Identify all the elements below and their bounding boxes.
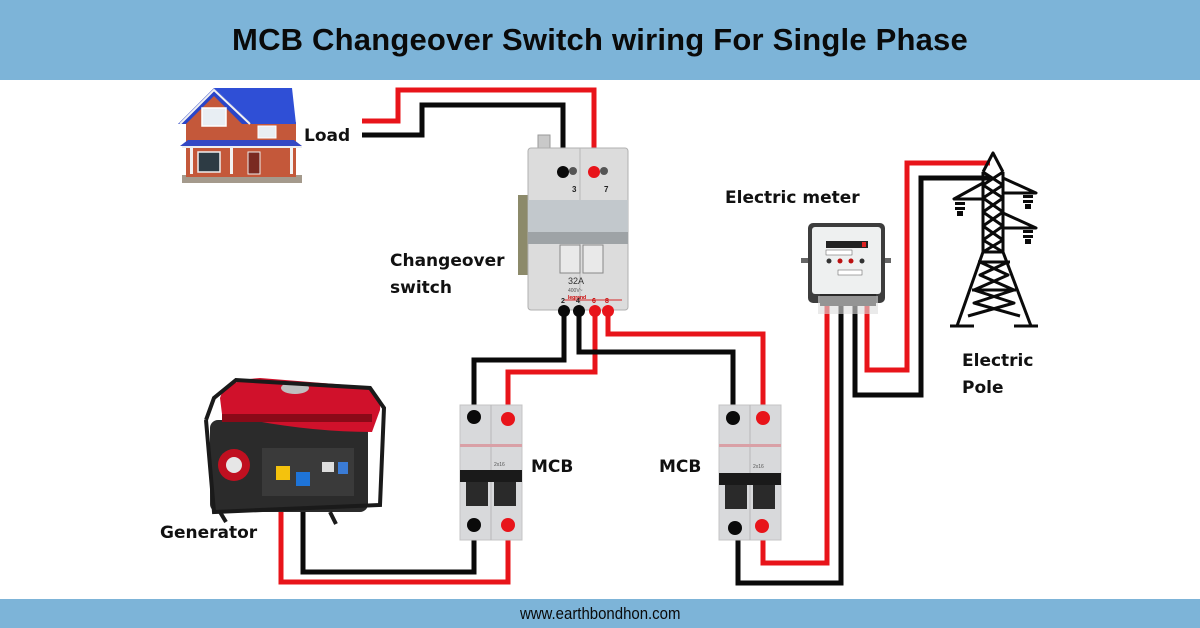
wire-meter-pole-live: [864, 160, 990, 373]
switch-rating: 32A: [568, 276, 584, 286]
electric-pole-icon: [950, 151, 1038, 328]
terminal-2-dot: [558, 305, 570, 317]
switch-voltage: 400V~: [568, 288, 583, 294]
page-title: MCB Changeover Switch wiring For Single …: [232, 22, 968, 57]
wire-mcb-right-meter-live: [760, 306, 830, 566]
footer-banner: www.earthbondhon.com: [0, 599, 1200, 628]
load-label: Load: [304, 126, 351, 146]
wire-generator-live: [278, 480, 511, 585]
terminal-4-dot: [573, 305, 585, 317]
insulators: [955, 195, 1033, 244]
wire-load-neutral: [362, 102, 566, 170]
wires: [278, 87, 990, 586]
mcb-right-label: MCB: [659, 457, 702, 477]
terminal-label-2: 2: [561, 298, 565, 305]
wire-switch2-mcb-left-neutral: [471, 310, 567, 412]
terminal-3-dot: [557, 166, 569, 178]
terminal-7-dot: [588, 166, 600, 178]
wire-load-live: [362, 87, 597, 170]
title-banner: MCB Changeover Switch wiring For Single …: [0, 0, 1200, 80]
terminal-label-4: 4: [576, 298, 580, 305]
terminal-label-8: 8: [605, 298, 609, 305]
generator-label: Generator: [160, 523, 258, 543]
terminal-6-dot: [589, 305, 601, 317]
generator-icon: [204, 377, 387, 525]
electric-meter-label: Electric meter: [725, 188, 860, 208]
wire-meter-pole-neutral: [852, 175, 990, 398]
changeover-switch-label-line2: switch: [390, 278, 452, 298]
terminal-label-3: 3: [572, 185, 577, 194]
mcb-right-rating: 2x16: [753, 464, 764, 470]
mcb-left: 2x16: [459, 404, 523, 541]
changeover-switch-label-line1: Changeover: [390, 251, 505, 271]
house-icon: [178, 88, 302, 183]
electric-pole-label-line2: Pole: [962, 378, 1004, 398]
terminal-label-6: 6: [592, 298, 596, 305]
switch-brand: legrand: [568, 295, 586, 301]
terminal-8-dot: [602, 305, 614, 317]
wire-switch8-mcb-right-live: [605, 310, 766, 412]
electric-pole-label-line1: Electric: [962, 351, 1034, 371]
changeover-switch: 32A 400V~ legrand 3 7 2 4 6 8: [518, 134, 629, 317]
wire-generator-neutral: [300, 480, 477, 575]
wire-switch4-mcb-right-neutral: [576, 310, 736, 412]
wire-switch6-mcb-left-live: [505, 310, 598, 412]
electric-meter-icon: [801, 223, 891, 314]
mcb-right: 2x16: [718, 404, 782, 541]
terminal-label-7: 7: [604, 185, 609, 194]
website-url: www.earthbondhon.com: [519, 603, 681, 623]
mcb-left-label: MCB: [531, 457, 574, 477]
mcb-left-rating: 2x16: [494, 462, 505, 468]
wire-mcb-right-meter-neutral: [735, 306, 844, 586]
